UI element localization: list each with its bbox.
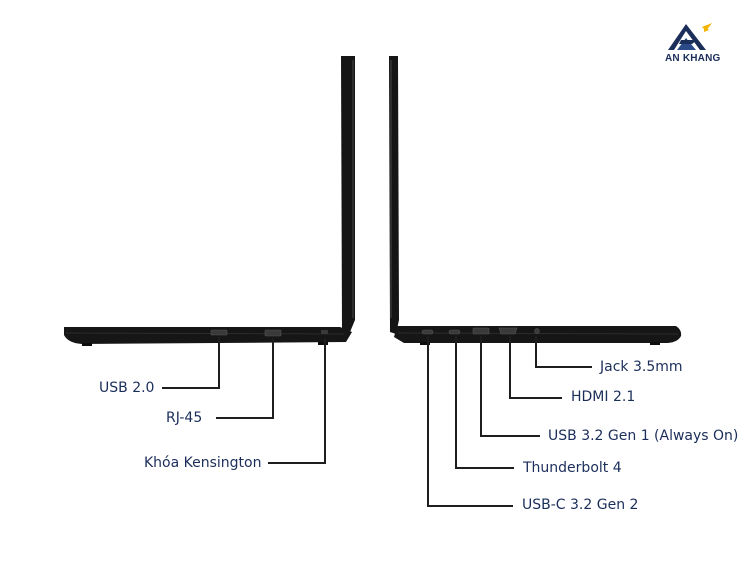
left-kensington-slot	[321, 330, 328, 334]
right-usb-c-port	[421, 329, 434, 335]
label-usb-2-0: USB 2.0	[99, 380, 155, 396]
leader-thunderbolt-4	[455, 336, 514, 469]
label-usb-c-3-2-gen2: USB-C 3.2 Gen 2	[522, 497, 639, 513]
leader-usb-2-0	[162, 337, 220, 389]
label-jack-3-5mm: Jack 3.5mm	[600, 359, 683, 375]
brand-name: AN KHANG	[665, 53, 721, 64]
right-thunderbolt-port	[448, 329, 461, 335]
label-rj-45: RJ-45	[166, 410, 203, 426]
leader-hdmi-2-1	[509, 336, 562, 399]
right-usb-3-2-port	[472, 327, 490, 335]
left-laptop	[64, 56, 355, 346]
leader-jack-3-5mm	[535, 336, 592, 368]
label-hdmi-2-1: HDMI 2.1	[571, 389, 636, 405]
label-usb-3-2-gen1: USB 3.2 Gen 1 (Always On)	[548, 428, 739, 444]
leader-usb-c-3-2-gen2	[427, 336, 513, 507]
right-laptop-base	[394, 326, 682, 343]
right-audio-jack	[534, 328, 540, 334]
right-laptop	[389, 56, 682, 345]
leader-kensington	[268, 338, 326, 464]
leader-lines	[162, 336, 592, 507]
label-thunderbolt-4: Thunderbolt 4	[523, 460, 622, 476]
left-usb-2-0-port	[210, 329, 228, 336]
left-rj-45-port	[264, 329, 282, 337]
an-khang-logo-icon	[668, 23, 712, 50]
right-hdmi-port	[498, 327, 518, 335]
left-laptop-base	[64, 327, 352, 344]
leader-usb-3-2-gen1	[480, 336, 540, 437]
left-laptop-lid	[341, 56, 355, 334]
label-kensington: Khóa Kensington	[144, 455, 262, 471]
leader-rj-45	[216, 338, 274, 419]
